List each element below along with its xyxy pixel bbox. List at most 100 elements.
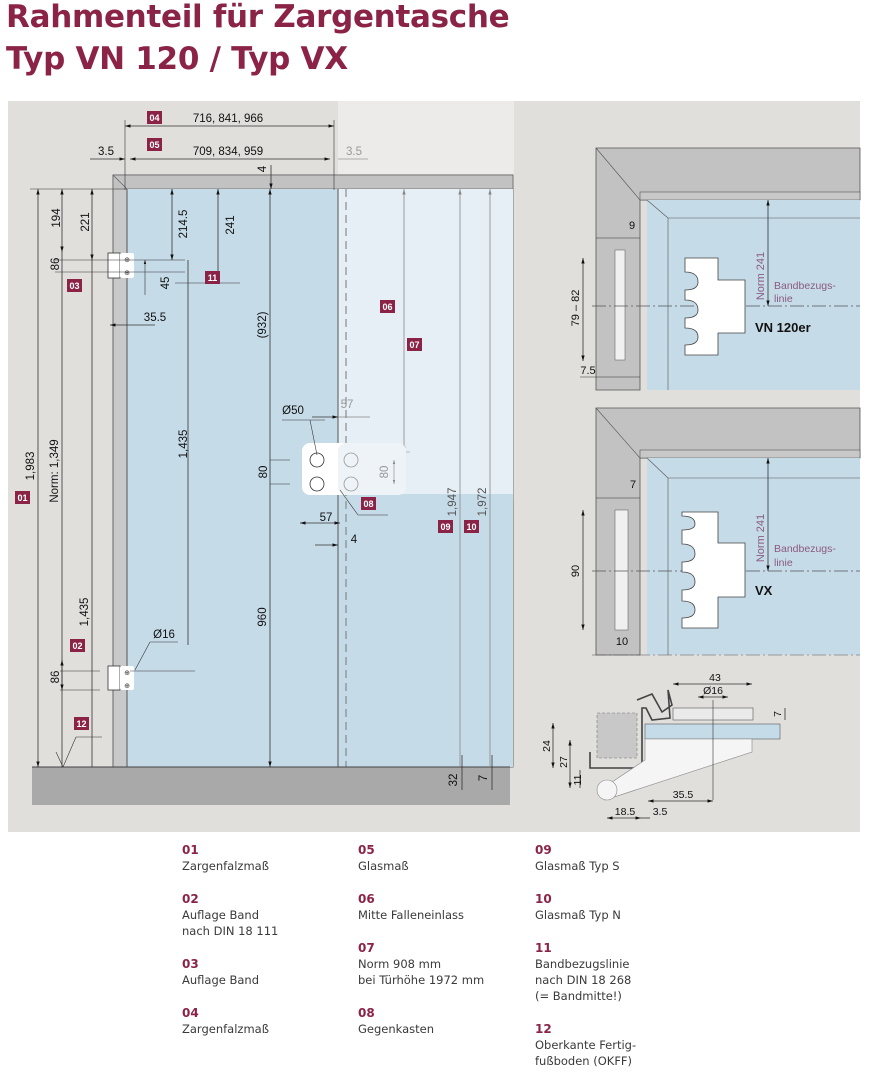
section-dim-24: 24 [541, 740, 553, 752]
dim-32: 32 [448, 774, 460, 787]
legend-text: Norm 908 mm bei Türhöhe 1972 mm [358, 957, 485, 987]
legend-text: Auflage Band [182, 973, 260, 987]
svg-text:⊕: ⊕ [124, 257, 130, 264]
badge-03: 03 [67, 279, 82, 292]
badge-10: 10 [464, 520, 479, 533]
hinge-top [107, 252, 121, 279]
badge-12: 12 [74, 717, 89, 730]
svg-text:11: 11 [208, 273, 218, 283]
svg-text:⊕: ⊕ [124, 270, 130, 277]
hinge-plate-vx [681, 511, 746, 629]
svg-text:02: 02 [72, 641, 82, 651]
dim-241: 241 [225, 215, 237, 234]
dim-1435-mid: 1,435 [178, 430, 190, 459]
legend-text: Glasmaß Typ S [535, 859, 620, 873]
legend-number: 12 [535, 1022, 552, 1036]
detail-vn120 [580, 147, 861, 391]
vn-ref-line: Bandbezugs- [774, 280, 836, 292]
vx-dim-90: 90 [570, 565, 582, 577]
dim-4-bottom: 4 [351, 534, 358, 546]
section-detail [551, 682, 786, 820]
vn-label: VN 120er [755, 320, 811, 335]
vn-dim-9: 9 [629, 220, 635, 232]
vx-norm-241: Norm 241 [755, 514, 767, 562]
frame-top-bar [112, 174, 514, 190]
dim-86-bottom: 86 [50, 671, 62, 684]
svg-text:04: 04 [149, 113, 159, 123]
section-dim-43: 43 [709, 672, 721, 684]
legend-number: 02 [182, 892, 199, 906]
svg-text:01: 01 [17, 493, 27, 503]
main-elevation: ⊕ ⊕ [30, 120, 514, 805]
section-dim-dia-16: Ø16 [703, 685, 723, 697]
dim-57-bottom: 57 [320, 512, 333, 524]
dim-80-right: 80 [379, 466, 391, 479]
svg-text:⊕: ⊕ [124, 670, 130, 677]
vn-dim-79-82: 79 – 82 [570, 290, 582, 327]
section-dim-18-5: 18.5 [615, 806, 636, 818]
dim-1947: 1,947 [447, 488, 459, 517]
hinge-plate-vn [684, 257, 746, 356]
dim-1972: 1,972 [477, 488, 489, 517]
legend-number: 04 [182, 1006, 199, 1020]
legend-text: Gegenkasten [358, 1022, 435, 1036]
svg-text:09: 09 [440, 522, 450, 532]
legend-text: Oberkante Fertig- fußboden (OKFF) [535, 1038, 637, 1068]
vn-ref-line-2: linie [774, 293, 793, 305]
dim-dia-16: Ø16 [153, 629, 175, 641]
svg-text:03: 03 [69, 281, 79, 291]
dim-top-gap: 4 [257, 165, 269, 172]
svg-text:07: 07 [409, 340, 419, 350]
legend-text: Glasmaß [358, 859, 409, 873]
dim-86-top: 86 [50, 258, 62, 271]
dim-1983: 1,983 [25, 452, 37, 481]
vx-dim-7: 7 [630, 479, 636, 491]
vx-dim-10: 10 [616, 636, 628, 648]
hinge-bottom [107, 665, 121, 691]
dim-norm-1349: Norm: 1,349 [49, 439, 61, 502]
detail-vx [581, 407, 861, 656]
section-dim-11: 11 [572, 774, 584, 785]
dim-right-gap: 3.5 [346, 146, 362, 158]
badge-08: 08 [361, 497, 376, 510]
dim-35-5: 35.5 [144, 312, 166, 324]
dim-7: 7 [478, 775, 490, 781]
vn-dim-7-5: 7.5 [580, 365, 595, 377]
vx-label: VX [755, 583, 773, 598]
vx-ref-line: Bandbezugs- [774, 543, 836, 555]
legend-number: 09 [535, 843, 552, 857]
floor [32, 767, 510, 805]
dim-57-top: 57 [341, 399, 354, 411]
legend-number: 10 [535, 892, 552, 906]
svg-text:06: 06 [382, 302, 392, 312]
badge-04: 04 [147, 111, 162, 124]
badge-11: 11 [205, 271, 220, 284]
dim-top-inner: 709, 834, 959 [193, 146, 263, 158]
legend-text: Zargenfalzmaß [182, 859, 269, 873]
legend-text: Bandbezugslinie nach DIN 18 268 (= Bandm… [535, 957, 632, 1003]
legend-text: Auflage Band nach DIN 18 111 [182, 908, 279, 938]
badge-05: 05 [147, 138, 162, 151]
svg-text:⊕: ⊕ [124, 683, 130, 690]
legend-number: 08 [358, 1006, 375, 1020]
dim-1435-left: 1,435 [79, 598, 91, 627]
legend-number: 01 [182, 843, 199, 857]
section-dim-27: 27 [558, 756, 570, 768]
dim-221: 221 [80, 212, 92, 231]
svg-text:12: 12 [76, 719, 86, 729]
